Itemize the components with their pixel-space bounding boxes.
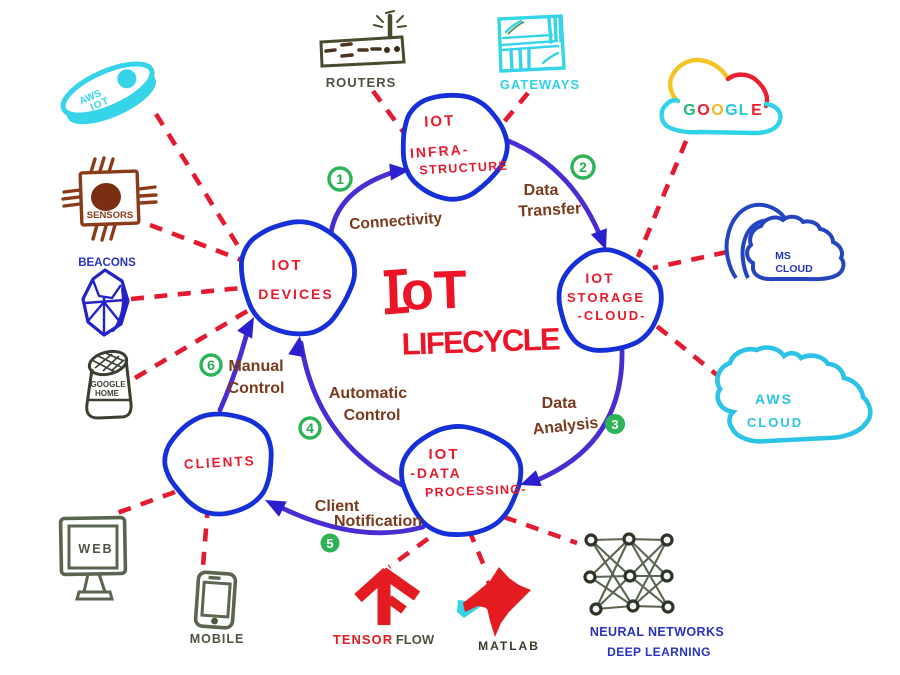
svg-text:Control: Control bbox=[228, 380, 285, 397]
svg-text:E: E bbox=[751, 102, 763, 119]
svg-text:5: 5 bbox=[326, 536, 333, 551]
svg-text:STRUCTURE: STRUCTURE bbox=[419, 159, 508, 178]
svg-text:MS: MS bbox=[775, 250, 791, 262]
svg-text:Transfer: Transfer bbox=[518, 200, 582, 220]
svg-text:MATLAB: MATLAB bbox=[478, 639, 540, 653]
svg-text:BEACONS: BEACONS bbox=[78, 257, 136, 269]
svg-text:HOME: HOME bbox=[95, 389, 120, 398]
svg-text:Client: Client bbox=[315, 498, 360, 515]
svg-text:Control: Control bbox=[344, 407, 401, 424]
svg-text:CLOUD: CLOUD bbox=[775, 263, 813, 275]
svg-text:LIFECYCLE: LIFECYCLE bbox=[401, 321, 562, 362]
svg-text:ROUTERS: ROUTERS bbox=[326, 75, 397, 90]
svg-text:4: 4 bbox=[306, 420, 314, 436]
svg-text:O: O bbox=[697, 102, 710, 119]
svg-text:-CLOUD-: -CLOUD- bbox=[578, 308, 647, 323]
svg-text:CLOUD: CLOUD bbox=[747, 415, 803, 430]
svg-text:1: 1 bbox=[336, 171, 344, 187]
svg-text:L: L bbox=[739, 102, 750, 119]
svg-text:MOBILE: MOBILE bbox=[190, 632, 245, 646]
svg-text:Analysis: Analysis bbox=[532, 415, 599, 439]
svg-text:Data: Data bbox=[524, 182, 559, 199]
svg-text:IOT: IOT bbox=[585, 270, 614, 286]
svg-text:G: G bbox=[725, 102, 738, 119]
svg-text:Manual: Manual bbox=[228, 358, 283, 375]
svg-text:INFRA-: INFRA- bbox=[409, 141, 469, 161]
svg-text:-DATA: -DATA bbox=[410, 465, 461, 481]
svg-text:WEB: WEB bbox=[78, 542, 113, 556]
svg-text:FLOW: FLOW bbox=[396, 632, 435, 647]
svg-text:IOT: IOT bbox=[272, 257, 303, 274]
svg-text:PROCESSING-: PROCESSING- bbox=[425, 482, 527, 500]
svg-text:3: 3 bbox=[611, 417, 618, 432]
svg-text:CLIENTS: CLIENTS bbox=[184, 453, 256, 472]
svg-text:Data: Data bbox=[542, 395, 577, 412]
svg-text:GATEWAYS: GATEWAYS bbox=[500, 77, 580, 92]
svg-text:Connectivity: Connectivity bbox=[349, 210, 443, 233]
svg-text:6: 6 bbox=[207, 357, 215, 373]
svg-text:GOOGLE: GOOGLE bbox=[90, 380, 126, 389]
svg-text:Automatic: Automatic bbox=[329, 385, 407, 402]
svg-text:SENSORS: SENSORS bbox=[87, 210, 133, 221]
svg-text:AWS: AWS bbox=[755, 391, 793, 407]
svg-text:STORAGE: STORAGE bbox=[567, 290, 645, 305]
svg-text:DEEP LEARNING: DEEP LEARNING bbox=[607, 645, 711, 659]
svg-text:2: 2 bbox=[579, 159, 587, 175]
svg-text:Notification: Notification bbox=[334, 513, 422, 530]
svg-text:IOT: IOT bbox=[424, 112, 456, 131]
svg-text:TENSOR: TENSOR bbox=[333, 632, 393, 647]
svg-text:DEVICES: DEVICES bbox=[258, 286, 333, 302]
svg-text:G: G bbox=[683, 102, 696, 119]
svg-text:NEURAL NETWORKS: NEURAL NETWORKS bbox=[590, 625, 724, 639]
svg-text:O: O bbox=[711, 102, 724, 119]
svg-text:IOT: IOT bbox=[429, 446, 460, 463]
